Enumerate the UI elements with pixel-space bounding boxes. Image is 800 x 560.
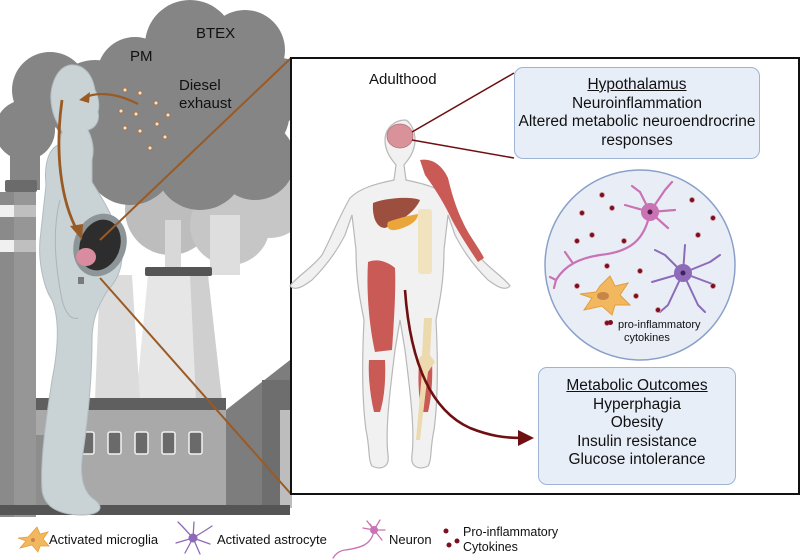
outcomes-title: Metabolic Outcomes [566,377,708,394]
hypothalamus-line: responses [601,131,673,149]
hypothalamus-box: Hypothalamus Neuroinflammation Altered m… [514,67,760,159]
microglia-icon [17,526,50,553]
pollutant-particles [118,87,171,151]
pollutant-label-diesel-exhaust: Diesel exhaust [179,77,232,112]
hypothalamus-line: Altered metabolic neuroendrocrine [518,113,756,130]
placental-transfer-arrow [57,99,80,233]
legend-label-cytokines-2: Cytokines [463,540,518,554]
metabolic-outcomes-box: Metabolic Outcomes Hyperphagia Obesity I… [538,367,736,485]
astrocyte-nucleus [680,270,686,276]
cytokine-dots [574,191,717,326]
outcomes-arrowhead [518,430,534,446]
calf-muscle-icon [368,360,386,412]
thigh-muscle-icon [367,260,396,352]
outcome-item: Obesity [610,414,664,431]
hypothalamus-title: Hypothalamus [587,76,687,93]
liver-icon [372,197,420,228]
fetus-in-uterus [73,213,127,284]
cytokine-caption: pro-inflammatory cytokines [618,319,701,345]
cytokine-icon [443,528,460,548]
microglia-cell [579,275,632,316]
cooling-tower-2 [95,275,140,400]
outcome-item: Hyperphagia [593,395,681,413]
inhalation-arrowhead [79,92,90,103]
neuron-nucleus [647,209,653,215]
stage-label: Adulthood [369,71,437,88]
zoom-line-top [99,57,292,241]
astrocyte-cell [651,244,721,313]
legend-label-neuron: Neuron [389,532,432,547]
cytokine-caption-line-1: pro-inflammatory [618,319,701,331]
hypothalamus-connector-top [411,72,515,133]
brain-icon [386,123,414,149]
hypothalamus-connector-bottom [411,139,515,159]
cytokine-caption-dot [608,320,613,325]
pollutant-label-btex: BTEX [196,25,236,42]
chimney-cap-left [5,180,37,192]
cytokine-caption-line-2: cytokines [624,332,670,344]
outcome-item: Glucose intolerance [568,451,706,468]
neuron-cell [548,180,677,290]
adult-body-figure [289,119,511,469]
adipose-tissue-icon [418,209,432,274]
outcome-item: Insulin resistance [577,432,697,450]
chimney-left [0,192,36,517]
placental-transfer-arrowhead [70,224,83,240]
zoom-line-bottom [99,277,292,495]
legend-label-microglia: Activated microglia [49,532,159,547]
cooling-tower [136,267,222,400]
arm-muscle-icon [420,159,484,262]
neuron-icon [332,519,386,559]
neuroinflammation-circle [544,169,736,361]
outcomes-arrow [403,289,523,440]
hypothalamus-line: Neuroinflammation [571,94,703,112]
pancreas-icon [387,214,418,231]
astrocyte-icon [175,521,213,555]
pollutant-label-pm: PM [130,48,153,65]
legend-label-astrocyte: Activated astrocyte [217,532,327,547]
legend-label-cytokines-1: Pro-inflammatory [463,525,559,539]
